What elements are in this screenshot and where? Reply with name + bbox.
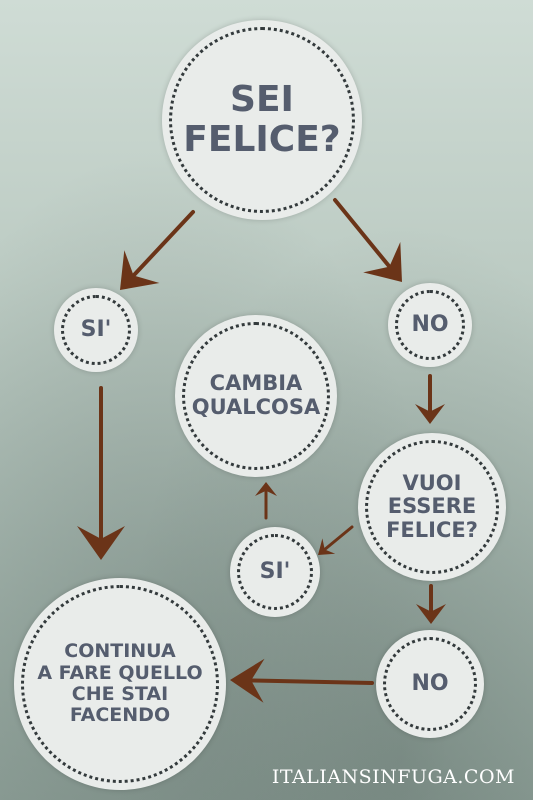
node-no-1-label: NO xyxy=(411,311,449,337)
node-cambia-qualcosa: CAMBIA QUALCOSA xyxy=(175,315,337,477)
node-sei-felice: SEI FELICE? xyxy=(162,20,362,220)
arrow-no-2-to-continua-shaft xyxy=(249,678,374,685)
arrow-no-1-to-vuoi-head xyxy=(415,404,445,424)
node-cambia-qualcosa-label: CAMBIA QUALCOSA xyxy=(191,371,321,419)
node-no-2-label: NO xyxy=(411,670,449,696)
node-vuoi-essere-felice: VUOI ESSERE FELICE? xyxy=(358,433,506,581)
node-no-1: NO xyxy=(388,283,472,367)
arrow-vuoi-to-si-2-shaft xyxy=(323,525,354,551)
node-si-2: SI' xyxy=(230,527,320,617)
node-continua-label: CONTINUA A FARE QUELLO CHE STAI FACENDO xyxy=(37,640,203,727)
arrow-vuoi-to-no-2-head xyxy=(416,604,446,624)
arrow-no-2-to-continua-head xyxy=(230,658,265,703)
arrow-si-2-to-cambia-head xyxy=(255,482,277,496)
node-continua: CONTINUA A FARE QUELLO CHE STAI FACENDO xyxy=(14,578,226,790)
node-no-2: NO xyxy=(376,630,484,738)
arrow-no-2-to-continua xyxy=(230,658,374,703)
node-si-1: SI' xyxy=(54,288,138,372)
arrow-start-to-no-1-shaft xyxy=(333,198,392,269)
arrow-start-to-si-1-head xyxy=(120,250,160,290)
arrow-vuoi-to-si-2-head xyxy=(318,538,336,555)
node-vuoi-essere-felice-label: VUOI ESSERE FELICE? xyxy=(386,470,478,542)
arrow-start-to-si-1-shaft xyxy=(131,210,195,278)
arrow-si-1-to-continua-head xyxy=(77,526,125,560)
node-si-1-label: SI' xyxy=(80,316,112,342)
arrow-vuoi-to-si-2 xyxy=(318,525,354,555)
arrow-start-to-si-1 xyxy=(120,210,195,290)
arrow-no-1-to-vuoi xyxy=(415,374,445,424)
arrow-si-1-to-continua xyxy=(77,386,125,560)
arrow-vuoi-to-no-2 xyxy=(416,584,446,624)
arrow-start-to-no-1-head xyxy=(363,242,402,282)
node-sei-felice-label: SEI FELICE? xyxy=(183,78,341,160)
node-si-2-label: SI' xyxy=(259,558,291,584)
arrow-start-to-no-1 xyxy=(333,198,402,282)
site-watermark: ITALIANSINFUGA.COM xyxy=(271,766,515,788)
arrow-si-2-to-cambia xyxy=(255,482,277,520)
